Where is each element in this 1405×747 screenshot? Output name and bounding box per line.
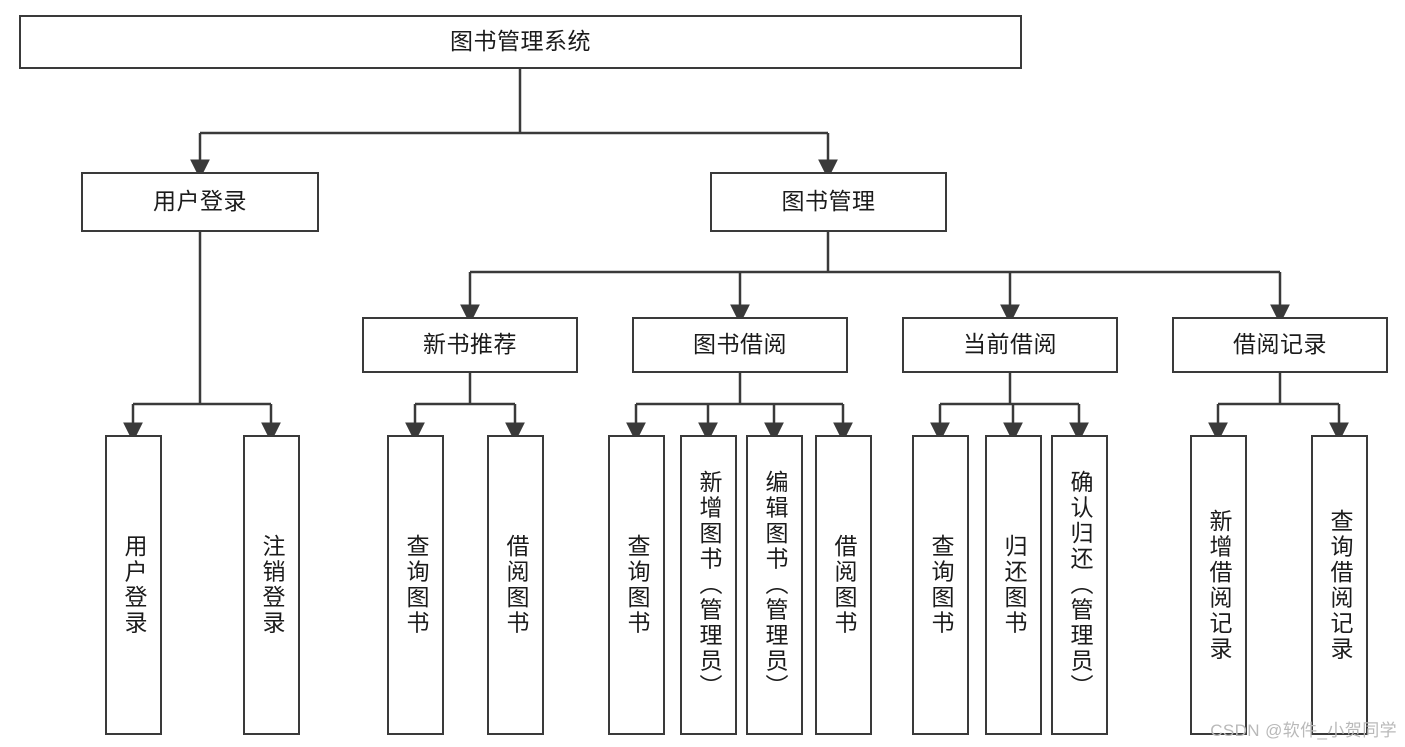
node-borrow-record[interactable]: 借阅记录 [1172, 317, 1388, 373]
node-edit-book-admin[interactable]: 编辑图书（管理员） [746, 435, 803, 735]
node-label: 查询图书 [928, 534, 954, 636]
node-root[interactable]: 图书管理系统 [19, 15, 1022, 69]
node-label: 归还图书 [1001, 534, 1027, 636]
node-new-book-recommend[interactable]: 新书推荐 [362, 317, 578, 373]
node-label: 查询图书 [624, 534, 650, 636]
node-query-book-rec[interactable]: 查询图书 [387, 435, 444, 735]
node-logout-leaf[interactable]: 注销登录 [243, 435, 300, 735]
node-label: 借阅图书 [831, 534, 857, 636]
node-label: 查询图书 [403, 534, 429, 636]
node-current-borrow[interactable]: 当前借阅 [902, 317, 1118, 373]
node-add-book-admin[interactable]: 新增图书（管理员） [680, 435, 737, 735]
node-label: 借阅记录 [1233, 331, 1327, 358]
node-return-book[interactable]: 归还图书 [985, 435, 1042, 735]
node-label: 查询借阅记录 [1327, 508, 1353, 662]
node-label: 图书管理 [781, 188, 876, 215]
node-query-book-borrow[interactable]: 查询图书 [608, 435, 665, 735]
node-label: 确认归还（管理员） [1067, 470, 1093, 700]
watermark-text: CSDN @软件_小贺同学 [1210, 721, 1397, 740]
node-borrow-book-rec[interactable]: 借阅图书 [487, 435, 544, 735]
node-book-manage[interactable]: 图书管理 [710, 172, 947, 232]
node-label: 借阅图书 [503, 534, 529, 636]
node-user-login-leaf[interactable]: 用户登录 [105, 435, 162, 735]
node-add-borrow-record[interactable]: 新增借阅记录 [1190, 435, 1247, 735]
node-label: 用户登录 [121, 534, 147, 636]
node-user-login[interactable]: 用户登录 [81, 172, 319, 232]
node-label: 编辑图书（管理员） [762, 470, 788, 700]
node-label: 新书推荐 [423, 331, 517, 358]
node-query-book-current[interactable]: 查询图书 [912, 435, 969, 735]
node-label: 当前借阅 [963, 331, 1057, 358]
node-label: 用户登录 [153, 188, 247, 215]
node-query-borrow-record[interactable]: 查询借阅记录 [1311, 435, 1368, 735]
node-label: 图书管理系统 [450, 28, 591, 55]
node-borrow-book-borrow[interactable]: 借阅图书 [815, 435, 872, 735]
node-label: 注销登录 [259, 534, 285, 636]
node-label: 新增借阅记录 [1206, 508, 1232, 662]
node-label: 图书借阅 [693, 331, 787, 358]
node-label: 新增图书（管理员） [696, 470, 722, 700]
node-confirm-return-admin[interactable]: 确认归还（管理员） [1051, 435, 1108, 735]
node-book-borrow[interactable]: 图书借阅 [632, 317, 848, 373]
